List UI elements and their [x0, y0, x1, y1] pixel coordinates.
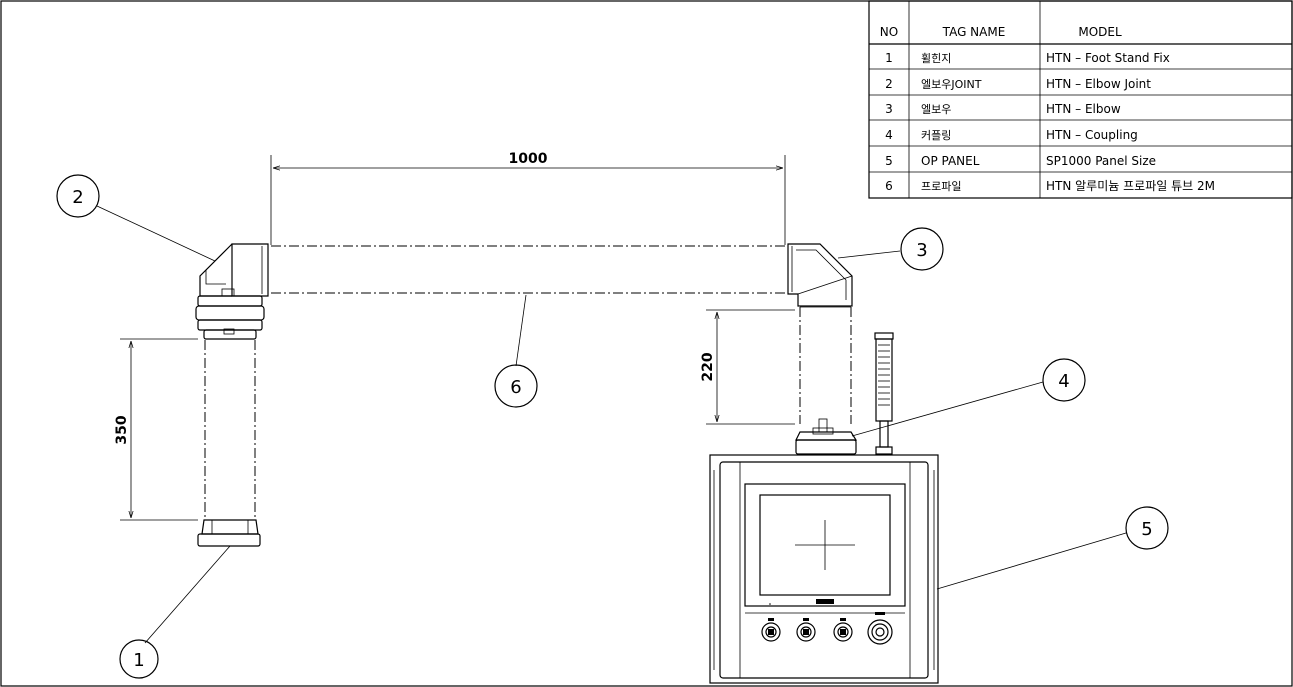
- table-header-model: MODEL: [1078, 25, 1122, 39]
- dimension-220-text: 220: [700, 352, 716, 381]
- table-row-tag: 프로파일: [921, 179, 961, 193]
- panel-button-1: [761, 618, 781, 642]
- right-vertical-tube: [799, 306, 852, 424]
- table-row-no: 4: [885, 128, 893, 142]
- table-row-model: HTN 알루미늄 프로파일 튜브 2M: [1046, 179, 1215, 193]
- op-panel: [709, 454, 939, 684]
- table-row-no: 6: [885, 179, 893, 193]
- table-row-no: 3: [885, 102, 893, 116]
- dimension-220: 220: [700, 309, 795, 425]
- balloon-2-label: 2: [72, 187, 83, 208]
- table-row-tag: 엘보우: [921, 103, 951, 116]
- balloon-3: 3: [900, 227, 944, 271]
- balloon-6-label: 6: [510, 377, 521, 398]
- table-row-model: HTN – Elbow: [1046, 102, 1121, 116]
- foot-stand: [197, 519, 261, 547]
- table-row-tag: 커플링: [921, 129, 951, 142]
- table-row-no: 5: [885, 154, 893, 168]
- table-row-tag: OP PANEL: [921, 154, 980, 168]
- coupling: [795, 418, 858, 455]
- table-row-tag: 휠힌지: [921, 52, 951, 65]
- dimension-350-text: 350: [114, 415, 130, 444]
- table-row-model: SP1000 Panel Size: [1046, 154, 1156, 168]
- balloon-6: 6: [494, 364, 538, 408]
- elbow-right: [787, 243, 853, 307]
- panel-button-3: [833, 618, 853, 642]
- leader-lines: [96, 205, 1127, 644]
- balloon-3-label: 3: [916, 240, 927, 261]
- signal-tower: [874, 332, 894, 455]
- table-row-model: HTN – Foot Stand Fix: [1046, 51, 1170, 65]
- dimension-1000: 1000: [270, 151, 786, 245]
- left-vertical-tube: [204, 340, 256, 520]
- table-row-no: 1: [885, 51, 893, 65]
- balloon-1: 1: [119, 639, 159, 679]
- dimension-1000-text: 1000: [509, 151, 548, 167]
- table-row-tag: 엘보우JOINT: [921, 78, 982, 91]
- panel-emergency-stop: [867, 612, 893, 645]
- panel-button-2: [796, 618, 816, 642]
- balloon-5-label: 5: [1141, 519, 1152, 540]
- table-row-model: HTN – Elbow Joint: [1046, 77, 1151, 91]
- table-row-model: HTN – Coupling: [1046, 128, 1138, 142]
- parts-table: NO TAG NAME MODEL 1 휠힌지 HTN – Foot Stand…: [868, 0, 1293, 199]
- dimension-350: 350: [114, 338, 198, 521]
- profile-tube: [271, 245, 785, 294]
- elbow-joint-left: [195, 243, 269, 340]
- balloon-2: 2: [56, 174, 100, 218]
- balloon-4: 4: [1042, 358, 1086, 402]
- table-header-no: NO: [880, 25, 898, 39]
- balloon-4-label: 4: [1058, 371, 1069, 392]
- balloon-5: 5: [1125, 506, 1169, 550]
- table-row-no: 2: [885, 77, 893, 91]
- table-header-tag: TAG NAME: [942, 25, 1006, 39]
- balloon-1-label: 1: [133, 650, 144, 671]
